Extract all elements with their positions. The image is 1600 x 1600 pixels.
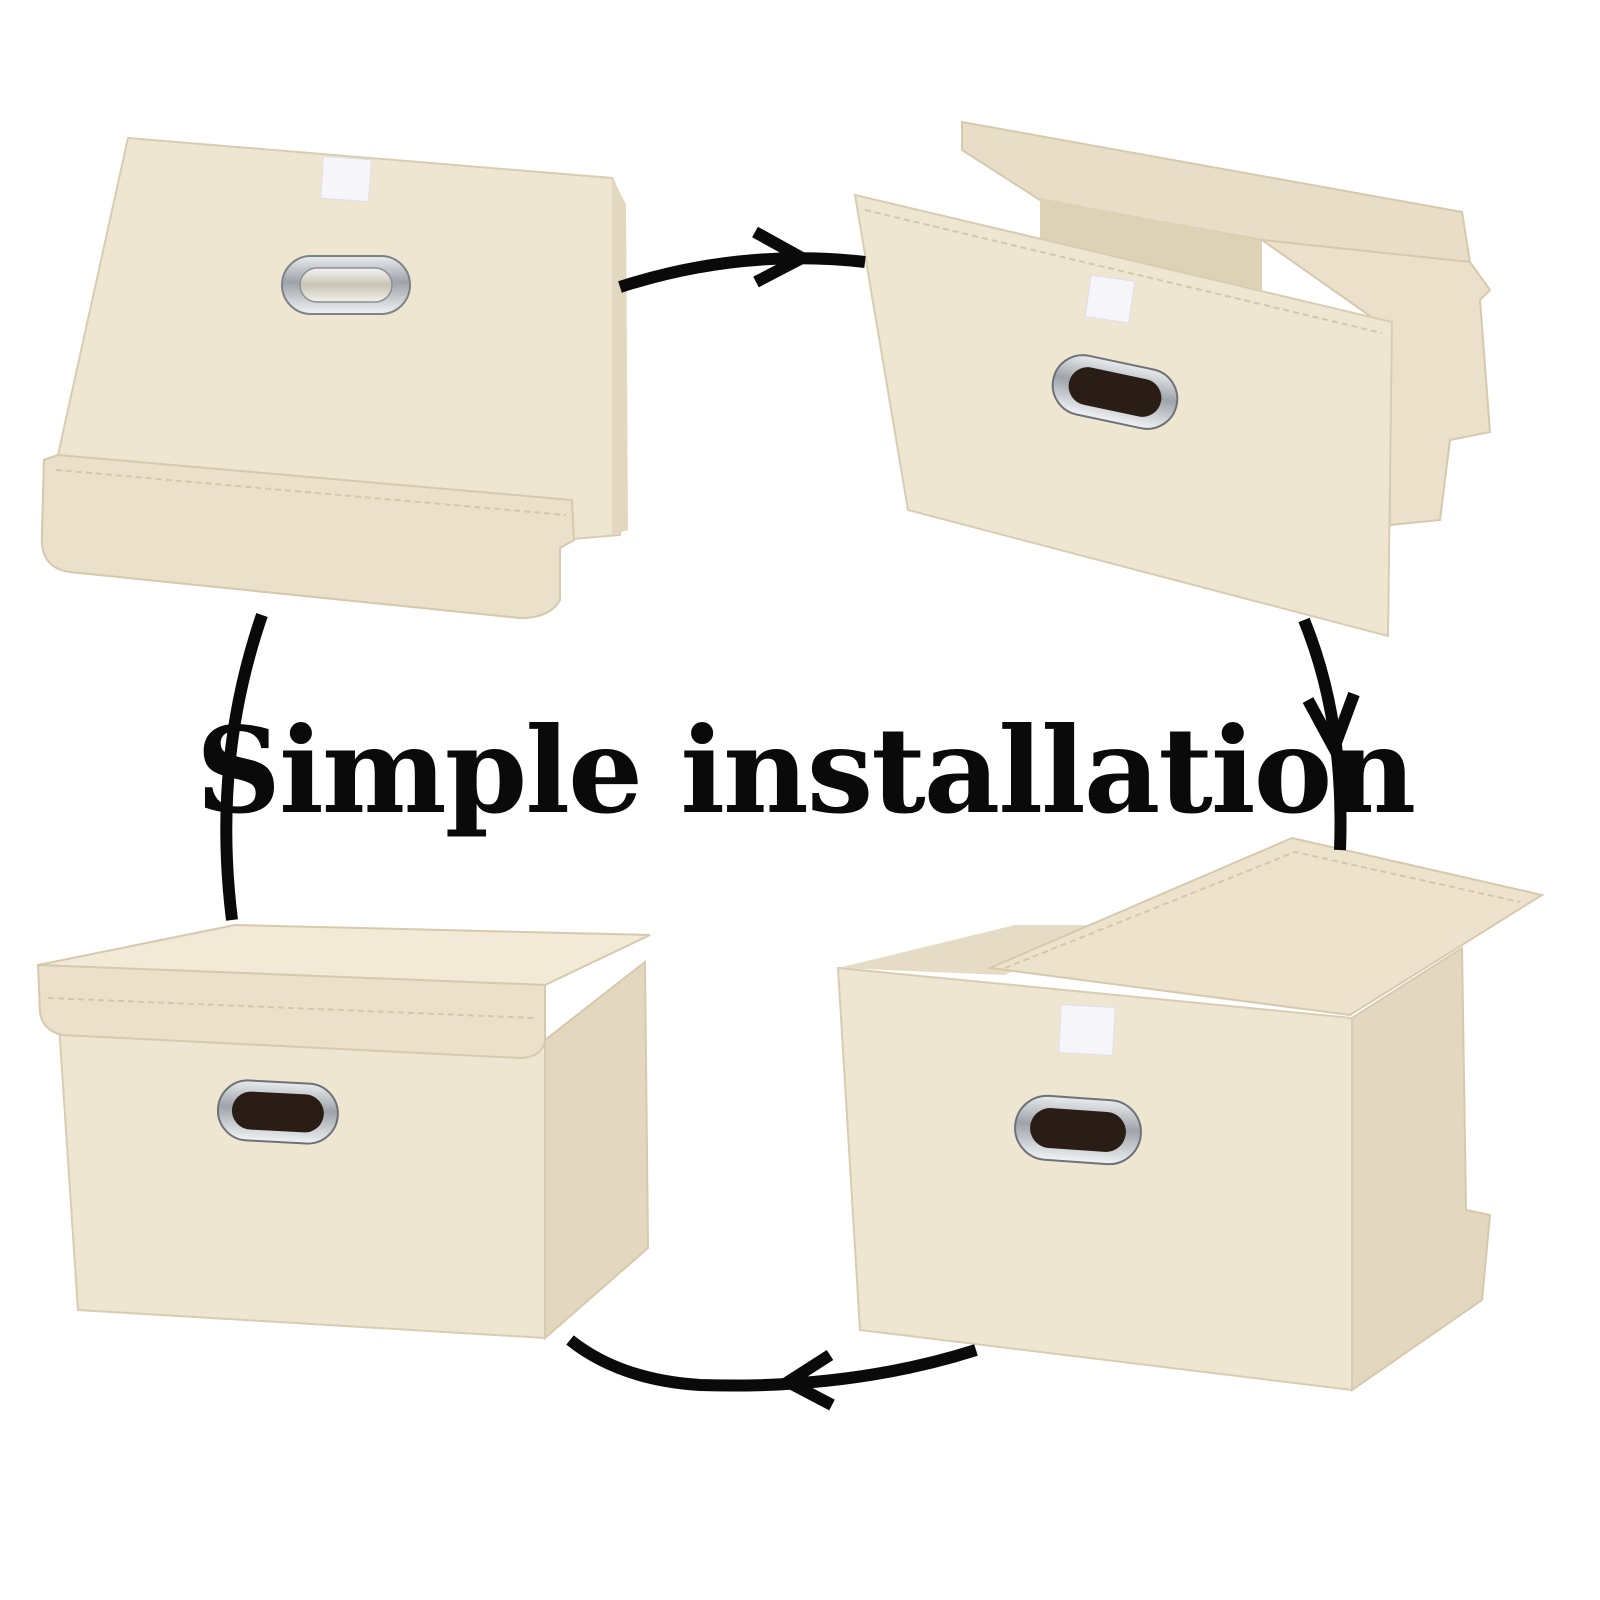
step-folded-flat: [40, 136, 628, 620]
handle-icon: [216, 1079, 339, 1145]
folded-flap-edge: [612, 178, 628, 535]
arrow-bottom: [566, 1335, 978, 1411]
arrow-right: [1298, 617, 1360, 851]
page-title: Simple installation: [196, 701, 1415, 840]
box-side: [544, 959, 650, 1341]
box-front: [836, 966, 1353, 1392]
step-lid-open: [836, 836, 1545, 1392]
box-front: [56, 1008, 546, 1340]
open-lid: [986, 836, 1545, 1017]
arrow-left: [220, 613, 268, 921]
folded-seam: [55, 469, 567, 516]
lid-seam: [1004, 850, 1521, 969]
velcro-patch: [1058, 1004, 1116, 1056]
step-box-closed: [36, 923, 651, 1341]
velcro-patch: [1084, 274, 1136, 324]
step-opened-sides: [853, 120, 1492, 638]
front-top-seam: [864, 209, 1383, 334]
arrow-top: [618, 226, 866, 293]
box-right-side: [1351, 946, 1492, 1392]
lid-front-flap: [36, 963, 546, 1060]
lid-seam: [47, 997, 536, 1019]
back-inner-wall: [838, 925, 1110, 975]
folded-bottom-band: [40, 453, 576, 620]
handle-icon: [1014, 1094, 1142, 1166]
handle-icon: [1051, 354, 1179, 430]
handle-icon: [281, 255, 411, 315]
velcro-patch: [320, 155, 372, 203]
